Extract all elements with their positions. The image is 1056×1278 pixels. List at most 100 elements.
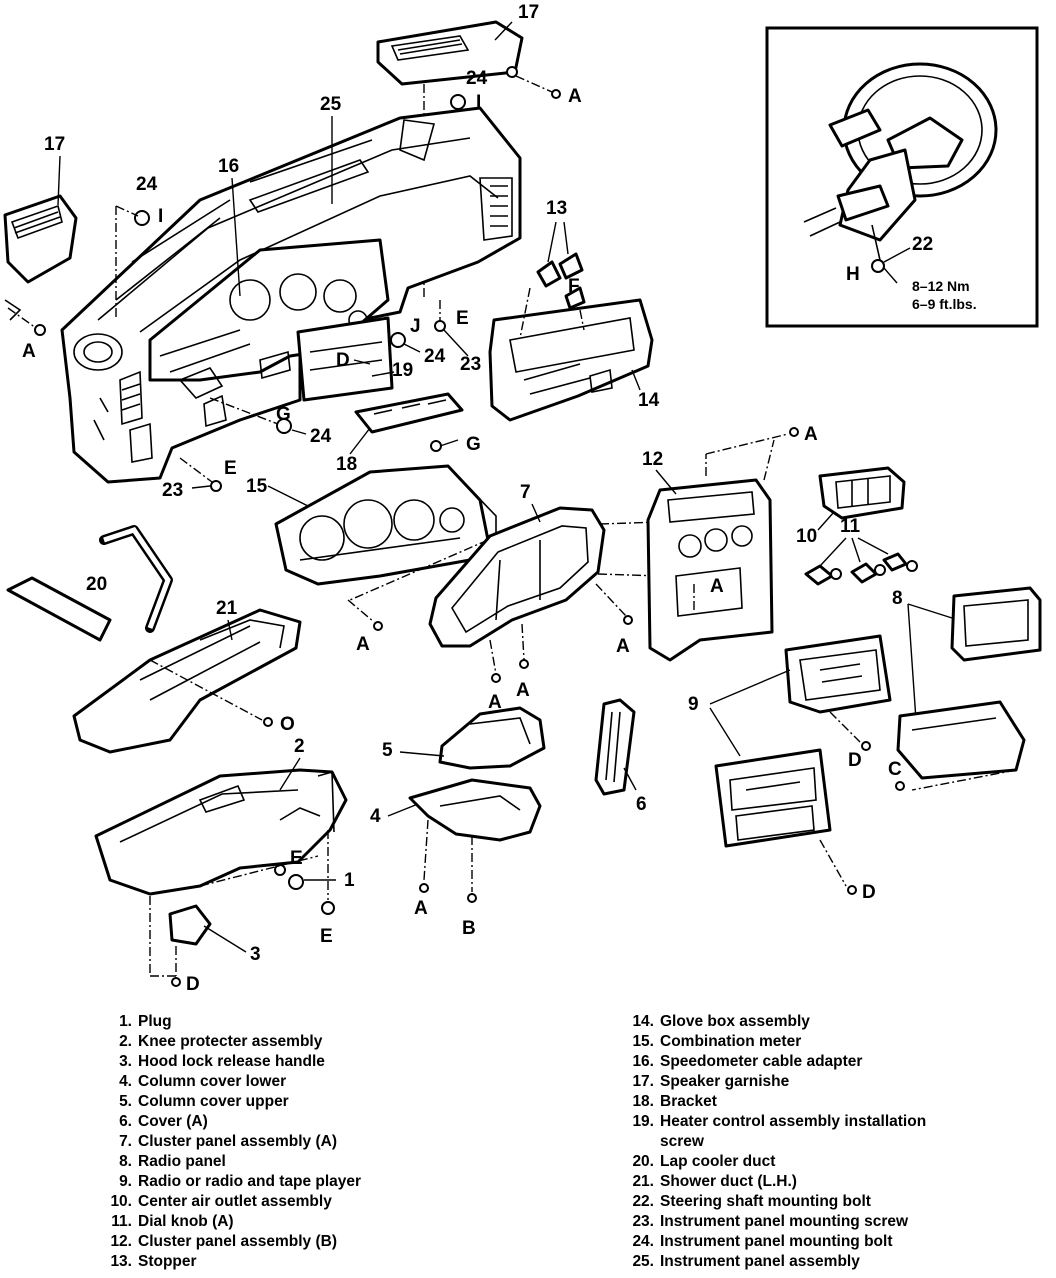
legend-item-text: Bracket: [660, 1093, 717, 1110]
callout-24-top: 24: [466, 68, 488, 89]
legend-item-number: 10.: [110, 1193, 132, 1210]
legend-item-number: 19.: [632, 1113, 654, 1130]
callout-8: 8: [892, 588, 903, 609]
legend-item-text: Knee protecter assembly: [138, 1033, 323, 1050]
legend-item-number: 13.: [110, 1253, 132, 1270]
legend-item-text: Instrument panel mounting screw: [660, 1213, 909, 1230]
legend-item: 22.Steering shaft mounting bolt: [620, 1192, 1040, 1212]
dial-knobs: 11: [804, 516, 918, 586]
legend-item: 20.Lap cooler duct: [620, 1152, 1040, 1172]
legend-item: 16.Speedometer cable adapter: [620, 1052, 1040, 1072]
callout-21: 21: [216, 598, 238, 619]
legend-item: 14.Glove box assembly: [620, 1012, 1040, 1032]
speaker-garnish-top: 17 A 24 I: [376, 2, 582, 300]
bolt-22: [871, 259, 885, 273]
speaker-garnish-left: 17 A: [3, 134, 78, 362]
legend-item: 17.Speaker garnishe: [620, 1072, 1040, 1092]
legend-item: 21.Shower duct (L.H.): [620, 1172, 1040, 1192]
legend-item-text: Stopper: [138, 1253, 197, 1270]
callout-9: 9: [688, 694, 699, 715]
legend-item-text: Instrument panel mounting bolt: [660, 1233, 893, 1250]
letter-D-radio: D: [848, 750, 862, 771]
letter-D-knee: D: [186, 974, 200, 995]
callout-25: 25: [320, 94, 342, 115]
legend-item-number: 2.: [119, 1033, 132, 1050]
legend-item-text: Dial knob (A): [138, 1213, 234, 1230]
instrument-panel-assembly: 25 16 24 I: [60, 94, 522, 484]
legend-item-number: 15.: [632, 1033, 654, 1050]
legend-item: 8.Radio panel: [98, 1152, 518, 1172]
callout-3: 3: [250, 944, 261, 965]
callout-23-center: 23: [460, 354, 481, 375]
column-cover-upper: 5: [382, 706, 546, 770]
legend-item-number: 5.: [119, 1093, 132, 1110]
shower-duct: 21 O: [72, 598, 302, 754]
legend-item: 11. Dial knob (A): [98, 1212, 518, 1232]
legend-item: 4. Column cover lower: [98, 1072, 518, 1092]
torque-nm-label: 8–12 Nm: [912, 278, 970, 294]
legend-item-number: 9.: [119, 1173, 132, 1190]
letter-I-top: I: [476, 92, 481, 113]
letter-A-cluster-a: A: [488, 692, 502, 713]
letter-E-lower: E: [320, 926, 333, 947]
legend-item: 6.Cover (A): [98, 1112, 518, 1132]
legend-item: 12. Cluster panel assembly (B): [98, 1232, 518, 1252]
legend-item-text: Cover (A): [138, 1113, 208, 1130]
callout-2: 2: [294, 736, 305, 757]
legend-item-number: 11.: [111, 1213, 132, 1230]
legend-item-number: 7.: [119, 1133, 132, 1150]
callout-24-left: 24: [136, 174, 158, 195]
glove-box-assembly: 14 13 F E 23: [434, 198, 660, 422]
callout-23-left: 23: [162, 480, 183, 501]
cover-a: 6: [594, 698, 647, 815]
callout-6: 6: [636, 794, 647, 815]
callout-19: 19: [392, 360, 413, 381]
letter-J: J: [410, 316, 421, 337]
legend-item-text: Plug: [138, 1013, 172, 1030]
steering-column-inset: 22 H 8–12 Nm 6–9 ft.lbs.: [765, 26, 1039, 328]
legend-item-number: 22.: [632, 1193, 654, 1210]
callout-17-top: 17: [518, 2, 539, 23]
callout-5: 5: [382, 740, 393, 761]
legend-item: 24. Instrument panel mounting bolt: [620, 1232, 1040, 1252]
legend-item: screw: [620, 1132, 1040, 1152]
callout-15: 15: [246, 476, 268, 497]
legend-item-text: Radio panel: [138, 1153, 226, 1170]
legend-item-number: 12.: [110, 1233, 132, 1250]
radio-panel: 8: [892, 586, 1042, 721]
legend-item-text: Cluster panel assembly (A): [138, 1133, 337, 1150]
legend-item: 10.Center air outlet assembly: [98, 1192, 518, 1212]
legend-item-number: 20.: [632, 1153, 654, 1170]
legend-item-text: Column cover lower: [138, 1073, 287, 1090]
callout-22: 22: [912, 234, 933, 255]
callout-16: 16: [218, 156, 239, 177]
legend-item-text: Cluster panel assembly (B): [138, 1233, 337, 1250]
legend-item-text: screw: [660, 1133, 704, 1150]
callout-24-lower: 24: [310, 426, 332, 447]
letter-F: F: [568, 276, 580, 297]
legend-item-number: 23.: [632, 1213, 654, 1230]
legend-item-number: 14.: [632, 1013, 654, 1030]
callout-1: 1: [344, 870, 355, 891]
center-fasteners: J 24 D 19 18 G G 24 E 23: [162, 316, 481, 501]
letter-B: B: [462, 918, 476, 939]
legend-item: 5.Column cover upper: [98, 1092, 518, 1112]
legend-item-text: Speedometer cable adapter: [660, 1053, 863, 1070]
letter-H: H: [846, 264, 860, 285]
letter-D-center: D: [336, 350, 350, 371]
legend-item-number: 4.: [119, 1073, 132, 1090]
callout-14: 14: [638, 390, 660, 411]
legend-item-text: Heater control assembly installation: [660, 1113, 927, 1130]
callout-13: 13: [546, 198, 567, 219]
center-air-outlet: 10: [796, 466, 906, 547]
letter-O: O: [280, 714, 295, 735]
legend-item-number: 24.: [632, 1233, 654, 1250]
letter-A-column: A: [414, 898, 428, 919]
letter-A-left: A: [22, 341, 36, 362]
cluster-panel-b: 12 A A: [642, 424, 818, 662]
callout-24-center: 24: [424, 346, 446, 367]
legend-item: 23. Instrument panel mounting screw: [620, 1212, 1040, 1232]
lap-cooler-duct: 20: [6, 525, 173, 642]
